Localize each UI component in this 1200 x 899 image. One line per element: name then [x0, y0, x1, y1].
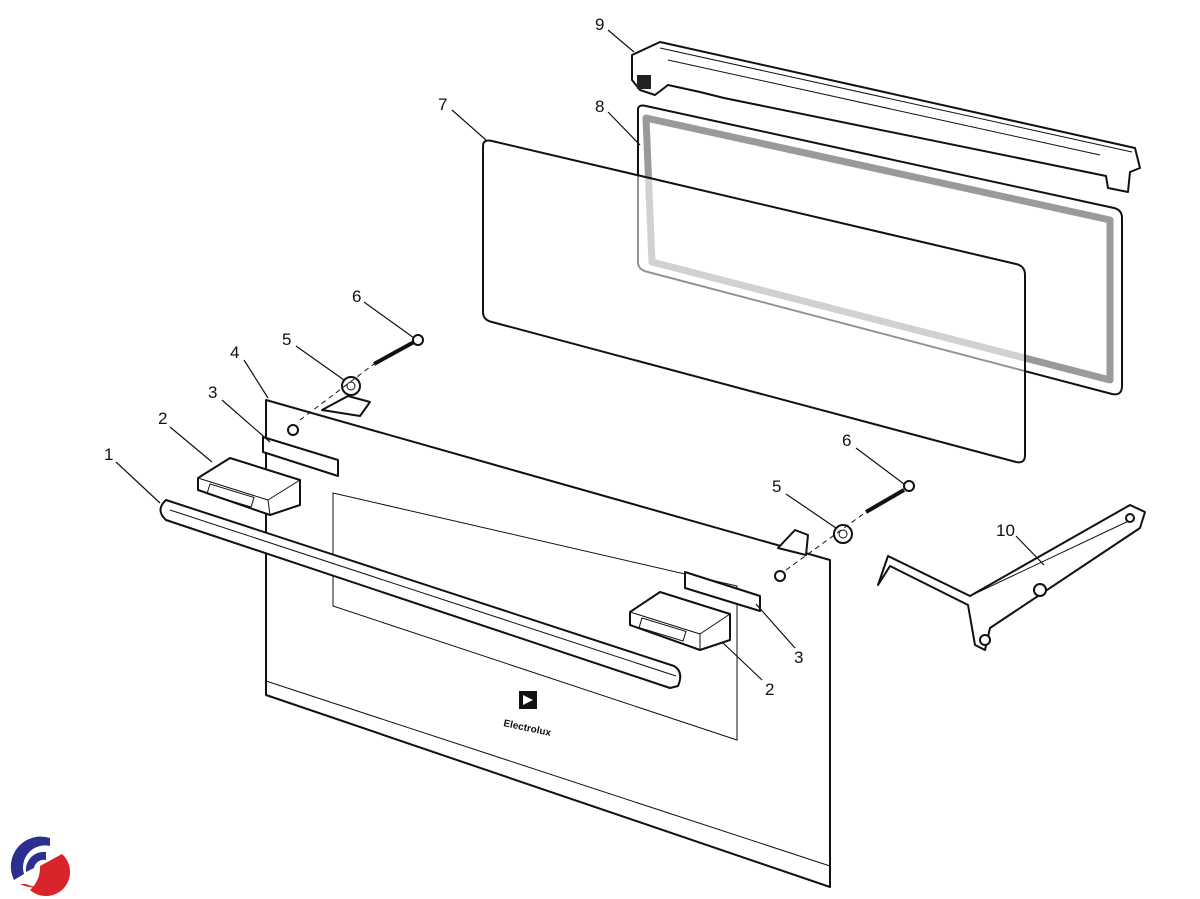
part-6-screw-right — [864, 480, 915, 514]
part-10-hinge — [877, 504, 1146, 651]
part-5-washer-right — [833, 524, 853, 544]
label-5a: 5 — [282, 330, 291, 349]
part-2-end-cap-left — [197, 457, 301, 516]
label-6b: 6 — [842, 431, 851, 450]
part-7-glass-panel — [482, 139, 1026, 464]
label-1: 1 — [104, 445, 113, 464]
label-10: 10 — [996, 521, 1015, 540]
part-9-top-trim — [631, 41, 1141, 193]
label-4: 4 — [230, 343, 239, 362]
part-6-screw-left — [373, 334, 424, 366]
corner-logo — [10, 836, 71, 897]
label-2b: 2 — [765, 680, 774, 699]
label-2a: 2 — [158, 409, 167, 428]
part-3-plate-left — [262, 436, 339, 477]
part-3-plate-right — [684, 571, 761, 612]
part-2-end-cap-right — [629, 591, 731, 651]
label-9: 9 — [595, 15, 604, 34]
label-6a: 6 — [352, 287, 361, 306]
leader-lines — [115, 29, 1045, 681]
part-5-washer-left — [341, 376, 361, 396]
label-3a: 3 — [208, 383, 217, 402]
label-8: 8 — [595, 97, 604, 116]
label-7: 7 — [438, 95, 447, 114]
part-1-handle — [159, 499, 682, 689]
label-3b: 3 — [794, 648, 803, 667]
label-5b: 5 — [772, 477, 781, 496]
